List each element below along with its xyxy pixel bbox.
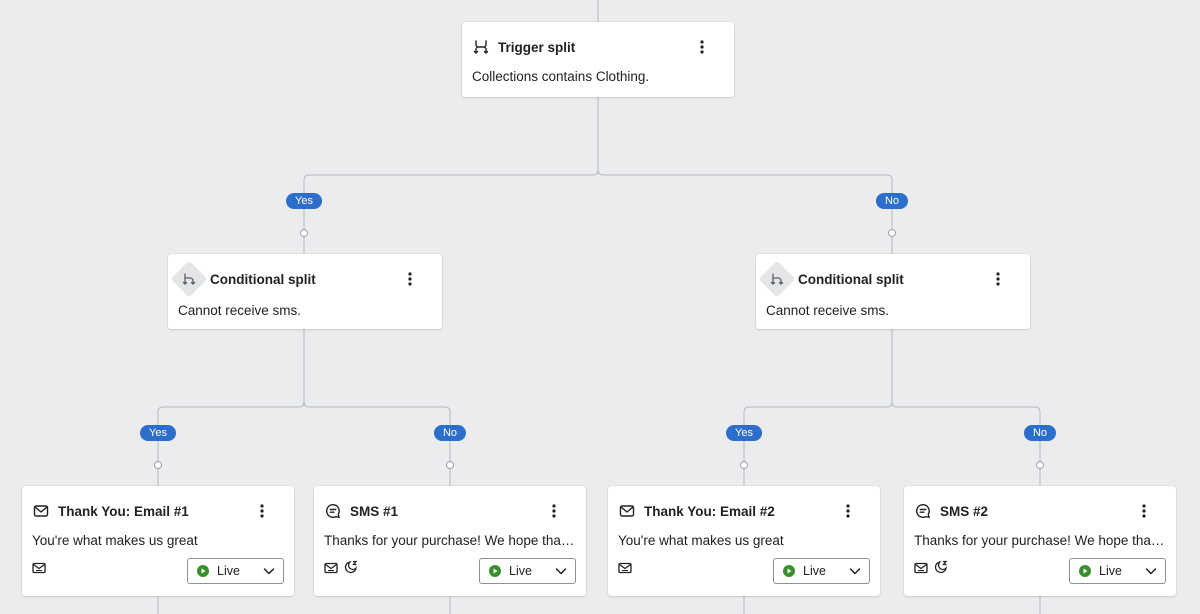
conditional-split-description: Cannot receive sms. (766, 303, 890, 318)
conditional-split-title: Conditional split (210, 271, 316, 287)
status-label: Live (217, 564, 240, 578)
mail-icon (32, 502, 50, 520)
email-badge-icon (618, 561, 632, 579)
branch-no-pill: No (875, 193, 909, 209)
conditional-split-card[interactable]: Conditional split Cannot receive sms. (756, 254, 1030, 329)
conditional-split-title: Conditional split (798, 271, 904, 287)
quiet-hours-icon (344, 560, 358, 579)
quiet-hours-icon (934, 560, 948, 579)
email-badge-icon (324, 561, 338, 579)
message-icon (324, 502, 342, 520)
action-title: Thank You: Email #2 (644, 503, 775, 519)
status-dropdown[interactable]: Live (1069, 558, 1166, 584)
action-title: SMS #2 (940, 503, 989, 519)
branch-no-pill: No (433, 425, 467, 441)
status-dropdown[interactable]: Live (773, 558, 870, 584)
action-description: Thanks for your purchase! We hope that y… (324, 533, 576, 548)
split-arrows-icon (472, 38, 490, 56)
chevron-down-icon (263, 565, 275, 580)
action-title: Thank You: Email #1 (58, 503, 189, 519)
action-card-sms[interactable]: SMS #1 Thanks for your purchase! We hope… (314, 486, 586, 596)
action-description: You're what makes us great (32, 533, 198, 548)
play-icon (783, 565, 795, 577)
action-title: SMS #1 (350, 503, 399, 519)
more-actions-icon[interactable] (256, 500, 268, 522)
chevron-down-icon (1145, 565, 1157, 580)
more-actions-icon[interactable] (992, 268, 1004, 290)
branch-yes-pill: Yes (286, 193, 322, 209)
email-badge-icon (914, 561, 928, 579)
conditional-split-card[interactable]: Conditional split Cannot receive sms. (168, 254, 442, 329)
conditional-split-description: Cannot receive sms. (178, 303, 302, 318)
action-card-email[interactable]: Thank You: Email #2 You're what makes us… (608, 486, 880, 596)
more-actions-icon[interactable] (548, 500, 560, 522)
more-actions-icon[interactable] (842, 500, 854, 522)
branch-no-pill: No (1023, 425, 1057, 441)
action-card-email[interactable]: Thank You: Email #1 You're what makes us… (22, 486, 294, 596)
status-label: Live (1099, 564, 1122, 578)
message-icon (914, 502, 932, 520)
trigger-split-card[interactable]: Trigger split Collections contains Cloth… (462, 22, 734, 97)
status-dropdown[interactable]: Live (187, 558, 284, 584)
status-label: Live (803, 564, 826, 578)
more-actions-icon[interactable] (404, 268, 416, 290)
action-card-sms[interactable]: SMS #2 Thanks for your purchase! We hope… (904, 486, 1176, 596)
chevron-down-icon (849, 565, 861, 580)
conditional-split-icon (758, 260, 796, 298)
trigger-split-title: Trigger split (498, 39, 576, 55)
action-description: You're what makes us great (618, 533, 784, 548)
more-actions-icon[interactable] (696, 36, 708, 58)
email-badge-icon (32, 561, 46, 579)
branch-yes-pill: Yes (140, 425, 176, 441)
status-dropdown[interactable]: Live (479, 558, 576, 584)
more-actions-icon[interactable] (1138, 500, 1150, 522)
conditional-split-icon (170, 260, 208, 298)
status-label: Live (509, 564, 532, 578)
play-icon (197, 565, 209, 577)
mail-icon (618, 502, 636, 520)
play-icon (489, 565, 501, 577)
play-icon (1079, 565, 1091, 577)
trigger-split-description: Collections contains Clothing. (472, 69, 650, 84)
action-description: Thanks for your purchase! We hope that y… (914, 533, 1166, 548)
branch-yes-pill: Yes (726, 425, 762, 441)
chevron-down-icon (555, 565, 567, 580)
